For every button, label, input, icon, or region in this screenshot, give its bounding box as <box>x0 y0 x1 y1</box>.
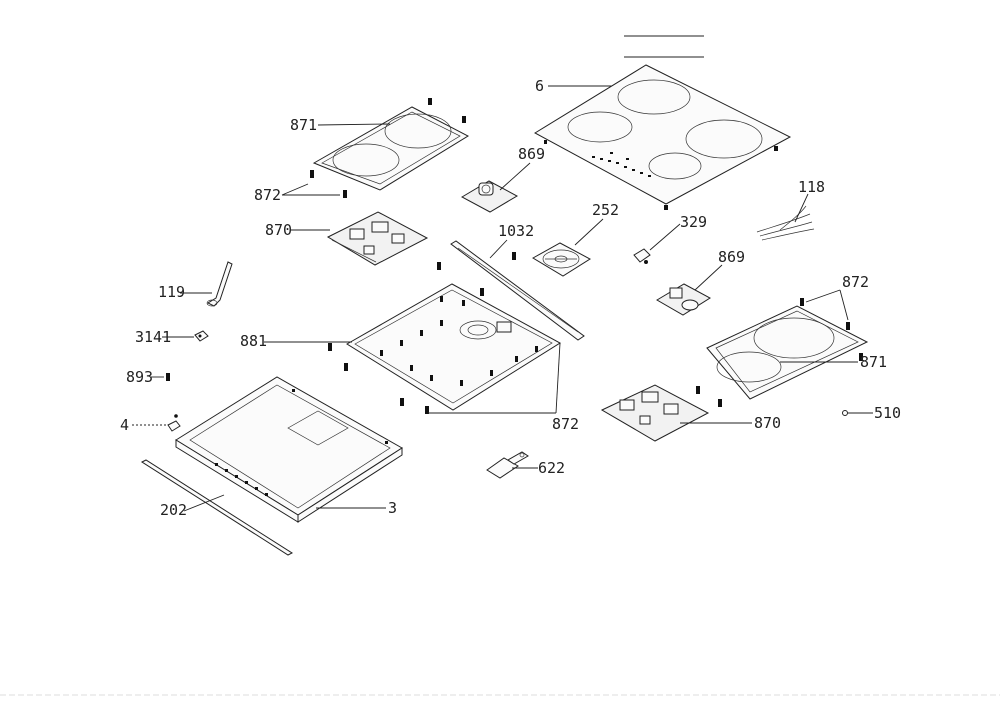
label-1032: 1032 <box>498 222 534 240</box>
part-mounting-bracket[interactable] <box>486 451 529 479</box>
part-trim-strip[interactable] <box>140 459 294 556</box>
label-202: 202 <box>160 501 187 519</box>
label-870-right: 870 <box>754 414 781 432</box>
part-power-board-left[interactable] <box>326 211 429 266</box>
label-622: 622 <box>538 459 565 477</box>
part-cooling-fan[interactable] <box>532 242 591 277</box>
label-871-right: 871 <box>860 353 887 371</box>
part-wire-harness[interactable] <box>756 205 815 241</box>
part-bottom-housing[interactable] <box>175 376 403 523</box>
label-869-top: 869 <box>518 145 545 163</box>
part-power-board-right[interactable] <box>600 384 722 442</box>
part-glass-ceramic-top[interactable] <box>533 64 792 210</box>
part-fuse-clip[interactable] <box>166 373 170 381</box>
label-870-left: 870 <box>265 221 292 239</box>
part-screw[interactable] <box>842 410 848 416</box>
label-118: 118 <box>798 178 825 196</box>
part-cable-entry[interactable] <box>206 261 233 307</box>
label-881: 881 <box>240 332 267 350</box>
label-6: 6 <box>535 77 544 95</box>
part-temperature-sensor[interactable] <box>633 248 651 264</box>
part-seal-clips-left[interactable] <box>310 170 347 198</box>
label-329: 329 <box>680 213 707 231</box>
label-3: 3 <box>388 499 397 517</box>
part-seal-frame-right[interactable] <box>706 305 869 400</box>
label-872-right: 872 <box>842 273 869 291</box>
part-air-deflector[interactable] <box>450 240 585 341</box>
part-seal-clips-right[interactable] <box>800 298 850 330</box>
part-foot[interactable] <box>167 414 181 432</box>
label-869-right: 869 <box>718 248 745 266</box>
label-252: 252 <box>592 201 619 219</box>
part-coil-carrier[interactable] <box>328 252 561 414</box>
label-119: 119 <box>158 283 185 301</box>
header-rule <box>624 35 704 58</box>
part-control-module-right[interactable] <box>656 283 711 316</box>
label-4: 4 <box>120 416 129 434</box>
label-872-left: 872 <box>254 186 281 204</box>
label-872-bottom: 872 <box>552 415 579 433</box>
label-871-left: 871 <box>290 116 317 134</box>
label-3141: 3141 <box>135 328 171 346</box>
part-cable-clamp[interactable] <box>194 330 209 342</box>
label-893: 893 <box>126 368 153 386</box>
part-control-module-top[interactable] <box>460 180 519 213</box>
label-510: 510 <box>874 404 901 422</box>
part-seal-frame-left[interactable] <box>312 98 470 191</box>
